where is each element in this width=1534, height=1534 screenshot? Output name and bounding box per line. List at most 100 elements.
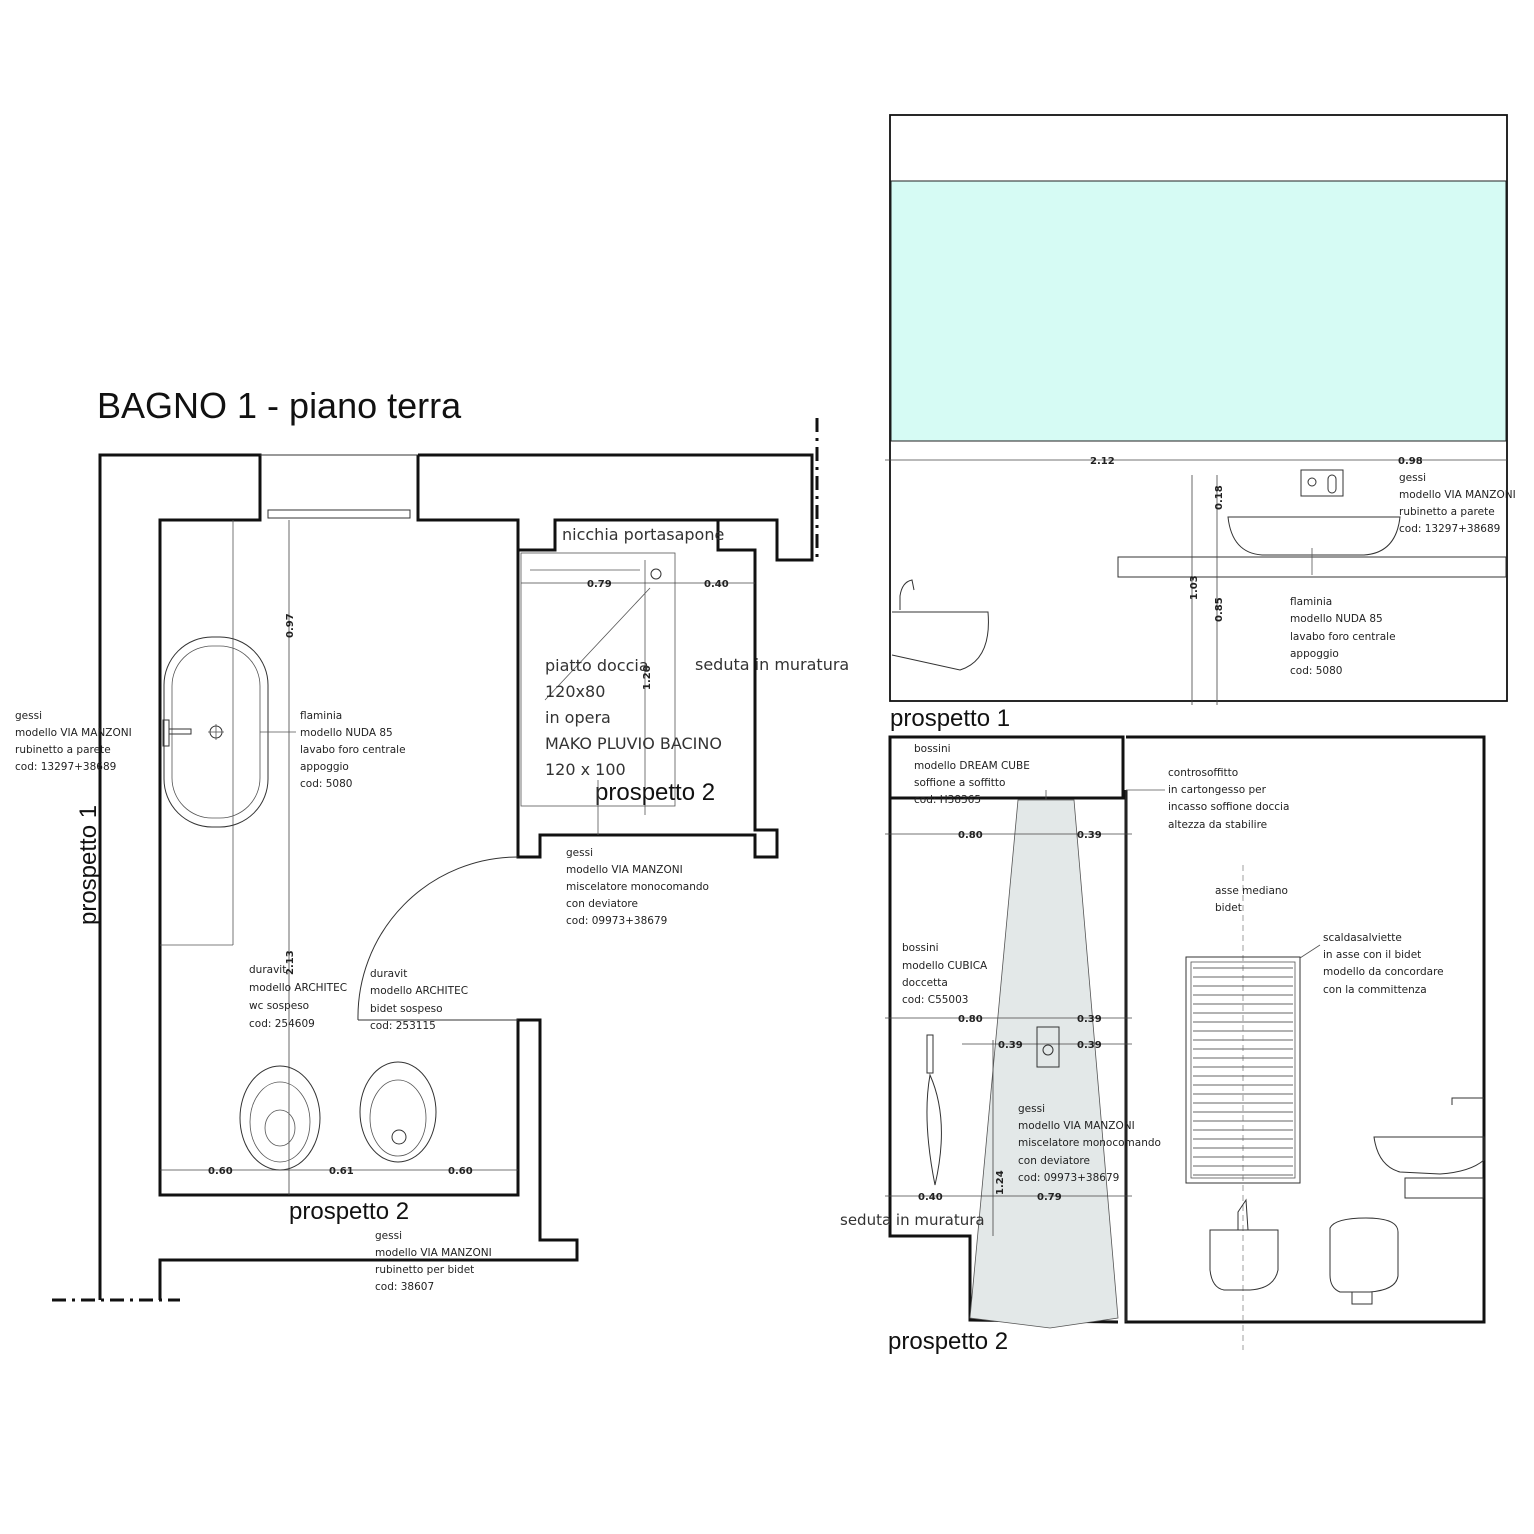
note-line: con la committenza bbox=[1323, 984, 1427, 996]
e2-note-false-ceiling: controsoffitto in cartongesso per incass… bbox=[1168, 767, 1289, 831]
note-line: duravit bbox=[370, 968, 407, 980]
e2-note-towel-warmer: scaldasalviette in asse con il bidet mod… bbox=[1323, 932, 1444, 996]
shower-slope bbox=[544, 587, 651, 701]
shower-spray-cone bbox=[969, 799, 1119, 1329]
note-line: gessi bbox=[15, 710, 42, 722]
note-line: rubinetto per bidet bbox=[375, 1264, 474, 1276]
note-line: cod: 13297+38689 bbox=[1399, 523, 1500, 535]
towel-warmer bbox=[1185, 956, 1301, 1184]
note-line: in asse con il bidet bbox=[1323, 949, 1421, 961]
note-line: cod: 253115 bbox=[370, 1020, 436, 1032]
dim-080b: 0.80 bbox=[958, 1014, 983, 1025]
towel-warmer-frame bbox=[1185, 956, 1301, 1184]
label-prospetto2-elevation: prospetto 2 bbox=[888, 1328, 1008, 1355]
dim-040: 0.40 bbox=[918, 1192, 943, 1203]
note-line: appoggio bbox=[1290, 648, 1339, 660]
note-line: altezza da stabilire bbox=[1168, 819, 1267, 831]
note-line: modello DREAM CUBE bbox=[914, 760, 1030, 772]
note-line: bidet sospeso bbox=[370, 1003, 443, 1015]
note-line: lavabo foro centrale bbox=[1290, 631, 1396, 643]
note-line: scaldasalviette bbox=[1323, 932, 1402, 944]
dim-212: 2.12 bbox=[1090, 456, 1115, 467]
dim-124: 1.24 bbox=[995, 1170, 1006, 1195]
dim-061: 0.61 bbox=[329, 1166, 354, 1177]
label-prospetto1: prospetto 1 bbox=[75, 805, 102, 925]
note-line: cod: 254609 bbox=[249, 1018, 315, 1030]
shower-tray-spec: piatto doccia 120x80 in opera MAKO PLUVI… bbox=[545, 656, 722, 779]
note-line: incasso soffione doccia bbox=[1168, 801, 1289, 813]
towel-warmer-inner bbox=[1190, 961, 1296, 1179]
note-line: cod: H38365 bbox=[914, 794, 981, 806]
note-line: miscelatore monocomando bbox=[1018, 1137, 1161, 1149]
window-sill bbox=[267, 509, 411, 519]
e1-faucet-plate bbox=[1300, 469, 1344, 497]
hand-shower bbox=[926, 1073, 942, 1186]
dim-039b: 0.39 bbox=[1077, 1014, 1102, 1025]
label-prospetto2-bottom: prospetto 2 bbox=[289, 1198, 409, 1225]
note-line: modello CUBICA bbox=[902, 960, 988, 972]
note-line: miscelatore monocomando bbox=[566, 881, 709, 893]
note-line: modello NUDA 85 bbox=[300, 727, 393, 739]
wc-seat bbox=[249, 1081, 311, 1163]
floor-plan: 0.97 2.13 0.79 0.40 1.20 nicchia portasa… bbox=[15, 418, 849, 1302]
elevation-1: 2.12 0.98 0.18 1.03 0.85 gessi modello V… bbox=[885, 114, 1516, 732]
note-line: modello NUDA 85 bbox=[1290, 613, 1383, 625]
note-line: bossini bbox=[902, 942, 939, 954]
note-line: con deviatore bbox=[566, 898, 638, 910]
note-line: con deviatore bbox=[1018, 1155, 1090, 1167]
note-line: gessi bbox=[375, 1230, 402, 1242]
e2-countertop bbox=[1404, 1177, 1484, 1199]
note-line: gessi bbox=[1399, 472, 1426, 484]
e2-bidet bbox=[1209, 1229, 1279, 1291]
note-line: modello VIA MANZONI bbox=[375, 1247, 492, 1259]
window-glass-panel bbox=[890, 180, 1507, 442]
dim-080a: 0.80 bbox=[958, 830, 983, 841]
note-wc: duravit modello ARCHITEC wc sospeso cod:… bbox=[249, 964, 347, 1030]
note-faucet-wall: gessi modello VIA MANZONI rubinetto a pa… bbox=[15, 710, 132, 773]
shower-drain bbox=[650, 568, 662, 580]
e1-note-basin: flaminia modello NUDA 85 lavabo foro cen… bbox=[1290, 596, 1396, 677]
north-east-wall bbox=[418, 453, 814, 859]
note-line: cod: 5080 bbox=[300, 778, 352, 790]
note-line: gessi bbox=[566, 847, 593, 859]
e2-note-bidet-axis: asse mediano bidet bbox=[1215, 885, 1288, 914]
note-line: doccetta bbox=[902, 977, 948, 989]
note-shower-mixer: gessi modello VIA MANZONI miscelatore mo… bbox=[566, 847, 709, 927]
shower-mixer-knob bbox=[1042, 1044, 1054, 1056]
note-bidet: duravit modello ARCHITEC bidet sospeso c… bbox=[370, 968, 468, 1032]
e2-ceiling-box bbox=[888, 735, 1125, 800]
e1-basin bbox=[1227, 516, 1401, 556]
note-line: in cartongesso per bbox=[1168, 784, 1267, 796]
wc-hole bbox=[264, 1109, 296, 1147]
e2-label-seduta: seduta in muratura bbox=[840, 1211, 985, 1229]
note-line: modello VIA MANZONI bbox=[15, 727, 132, 739]
note-line: modello da concordare bbox=[1323, 966, 1444, 978]
note-basin: flaminia modello NUDA 85 lavabo foro cen… bbox=[300, 710, 406, 790]
note-line: rubinetto a parete bbox=[1399, 506, 1495, 518]
label-nicchia: nicchia portasapone bbox=[562, 525, 724, 544]
note-line: cod: 38607 bbox=[375, 1281, 434, 1293]
dim-098: 0.98 bbox=[1398, 456, 1423, 467]
note-line: cod: C55003 bbox=[902, 994, 968, 1006]
dim-039c: 0.39 bbox=[998, 1040, 1023, 1051]
bidet-inner bbox=[369, 1079, 427, 1157]
note-line: duravit bbox=[249, 964, 286, 976]
note-line: rubinetto a parete bbox=[15, 744, 111, 756]
e1-bidet-faucet bbox=[899, 579, 915, 610]
note-line: cod: 09973+38679 bbox=[1018, 1172, 1119, 1184]
dim-039d: 0.39 bbox=[1077, 1040, 1102, 1051]
tray-line: 120 x 100 bbox=[545, 760, 626, 779]
dim-103: 1.03 bbox=[1189, 575, 1200, 600]
shower-mixer-plate bbox=[1036, 1026, 1060, 1068]
label-prospetto2-shower: prospetto 2 bbox=[595, 779, 715, 806]
e1-bidet-side bbox=[891, 611, 989, 671]
tray-line: piatto doccia bbox=[545, 656, 649, 675]
sheet-title: BAGNO 1 - piano terra bbox=[97, 385, 462, 426]
dim-079: 0.79 bbox=[1037, 1192, 1062, 1203]
e2-note-hand-shower: bossini modello CUBICA doccetta cod: C55… bbox=[902, 942, 988, 1006]
note-line: asse mediano bbox=[1215, 885, 1288, 897]
note-line: modello VIA MANZONI bbox=[1399, 489, 1516, 501]
dim-079: 0.79 bbox=[587, 579, 612, 590]
note-line: modello ARCHITEC bbox=[249, 982, 347, 994]
